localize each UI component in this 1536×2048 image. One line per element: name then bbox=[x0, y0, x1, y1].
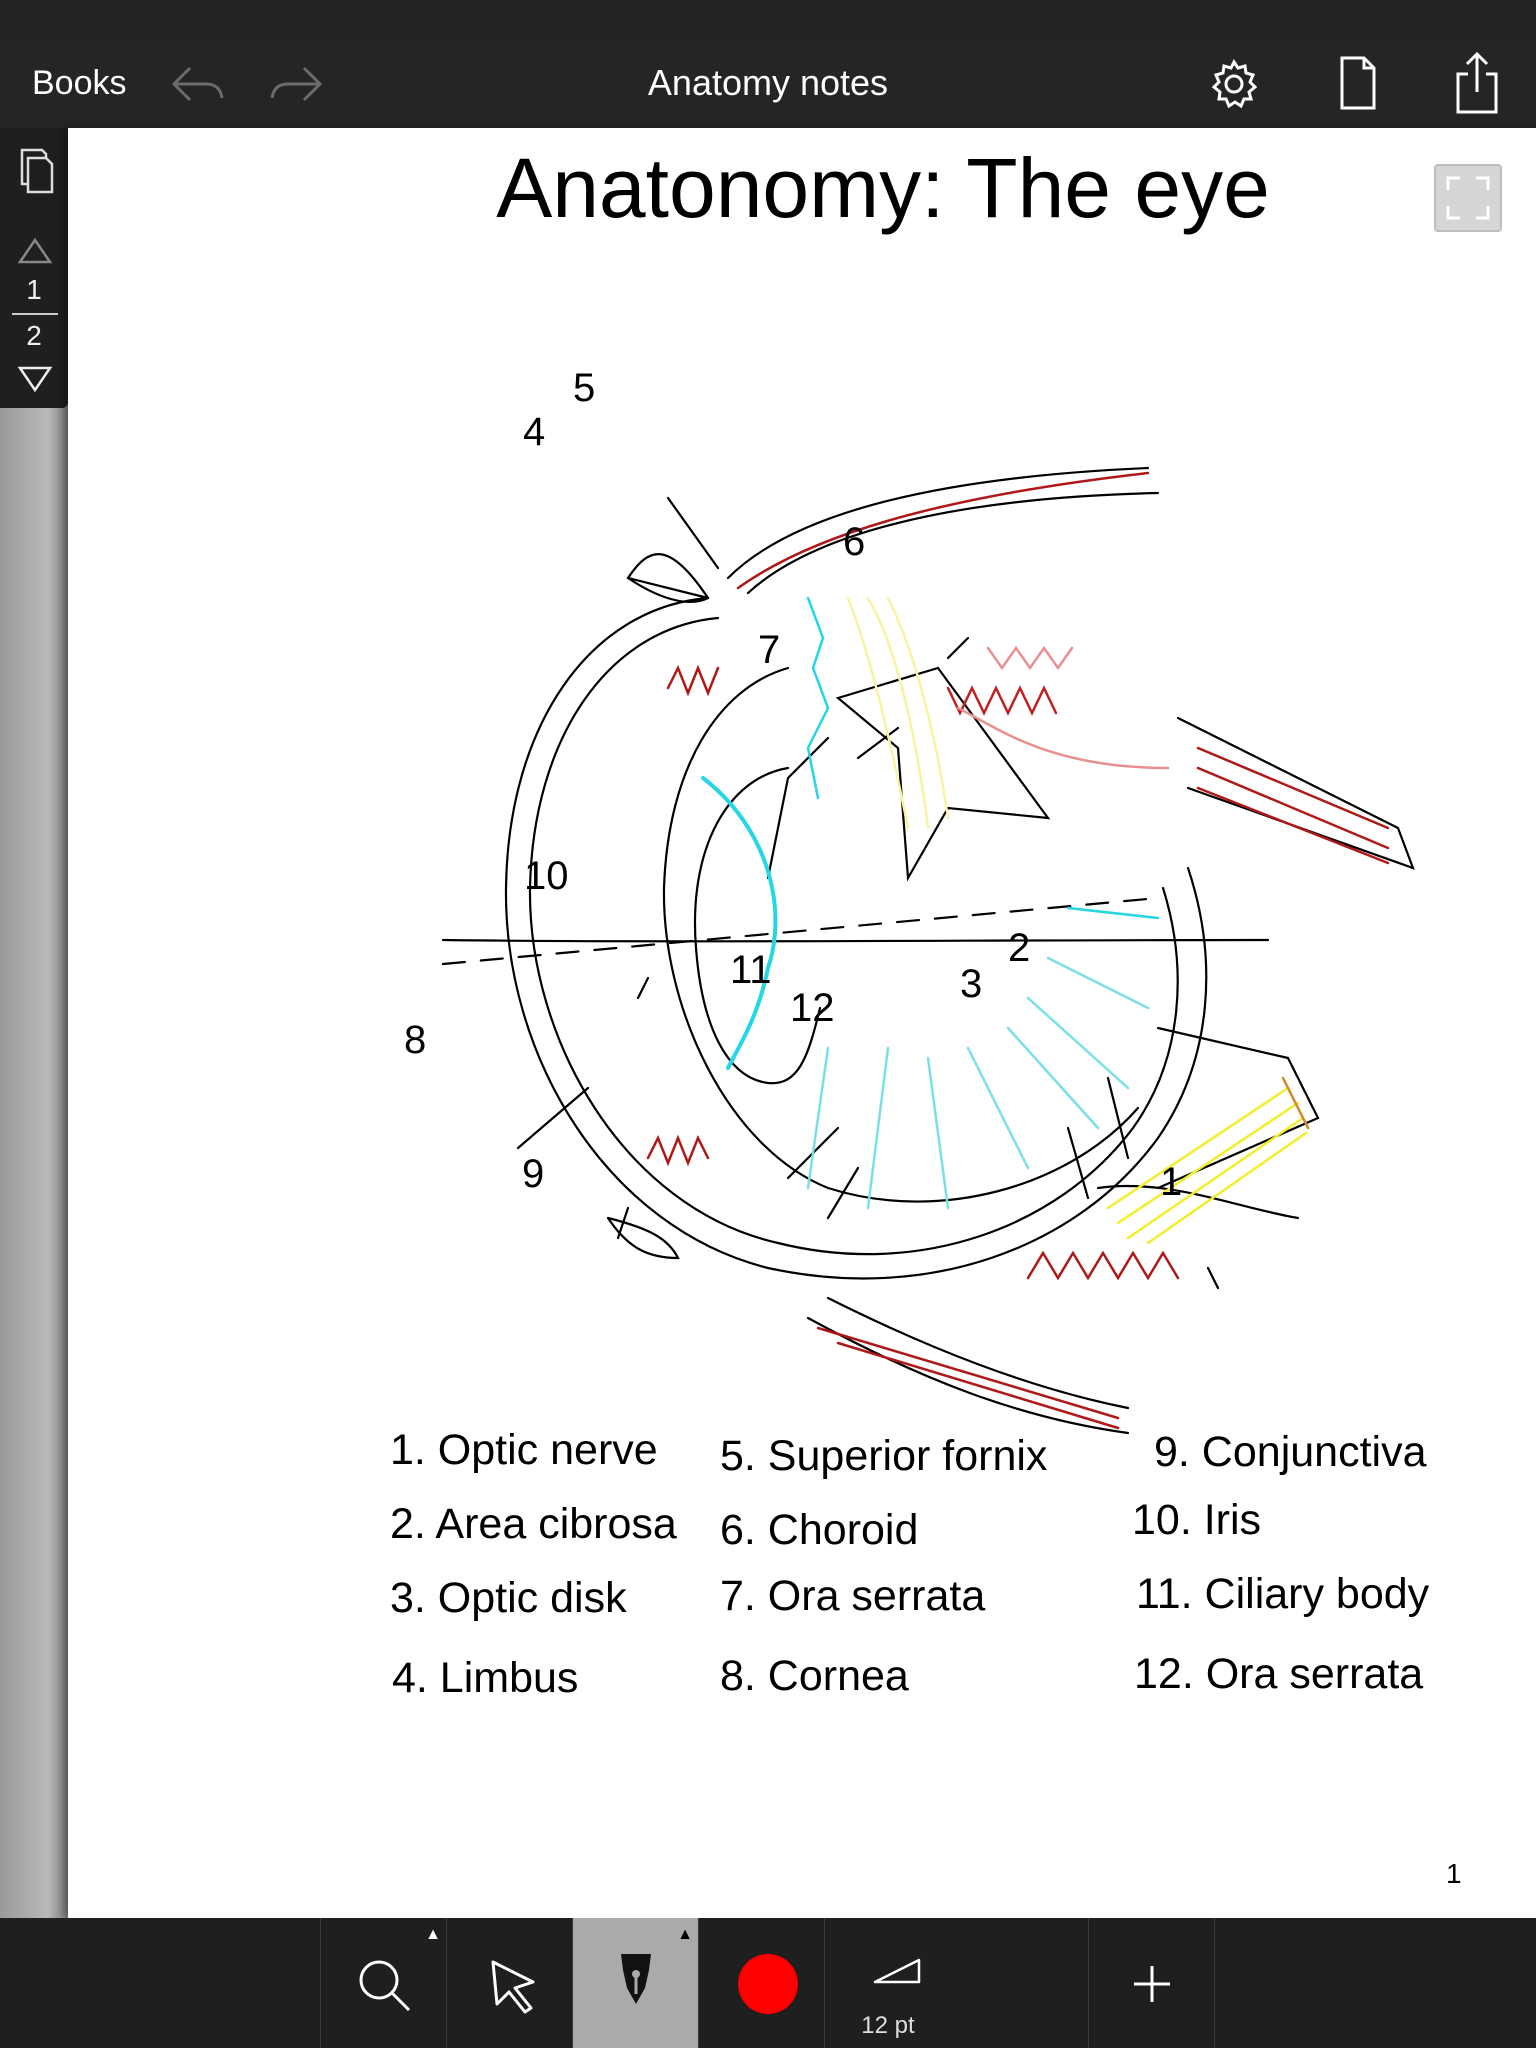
color-picker-button[interactable] bbox=[698, 1918, 825, 2048]
share-icon[interactable] bbox=[1454, 50, 1500, 116]
legend-item: 4. Limbus bbox=[392, 1654, 579, 1702]
legend-item: 1. Optic nerve bbox=[390, 1426, 658, 1474]
callout-number: 9 bbox=[522, 1152, 545, 1196]
callout-number: 3 bbox=[960, 962, 983, 1006]
legend-item: 7. Ora serrata bbox=[720, 1572, 986, 1620]
legend-item: 12. Ora serrata bbox=[1134, 1650, 1424, 1698]
previous-page-icon[interactable] bbox=[16, 236, 54, 266]
callout-number: 1 bbox=[1160, 1160, 1183, 1204]
legend-item: 5. Superior fornix bbox=[720, 1432, 1048, 1480]
callout-number: 6 bbox=[843, 520, 866, 564]
legend-item: 3. Optic disk bbox=[390, 1574, 627, 1622]
submenu-indicator-icon: ▲ bbox=[425, 1926, 441, 1943]
expand-icon bbox=[1446, 176, 1490, 220]
page-title: Anatonomy: The eye bbox=[496, 141, 1270, 235]
select-arrow-icon bbox=[491, 1960, 535, 2014]
callout-number: 8 bbox=[404, 1018, 427, 1062]
search-icon bbox=[359, 1960, 411, 2012]
page-thumbnails-icon[interactable] bbox=[16, 146, 56, 196]
legend-item: 2. Area cibrosa bbox=[390, 1500, 677, 1548]
callout-number: 4 bbox=[523, 410, 546, 454]
fullscreen-button[interactable] bbox=[1434, 164, 1502, 232]
callout-number: 10 bbox=[524, 854, 569, 898]
legend-item: 11. Ciliary body bbox=[1136, 1570, 1430, 1618]
books-button[interactable]: Books bbox=[32, 64, 127, 102]
page-icon[interactable] bbox=[1338, 54, 1378, 112]
legend-item: 10. Iris bbox=[1132, 1496, 1262, 1544]
callout-number: 12 bbox=[790, 986, 835, 1030]
callout-number: 5 bbox=[573, 366, 596, 410]
legend-item: 8. Cornea bbox=[720, 1652, 909, 1700]
submenu-indicator-icon: ▲ bbox=[677, 1926, 693, 1943]
select-tool-button[interactable] bbox=[446, 1918, 573, 2048]
callout-number: 7 bbox=[758, 628, 781, 672]
toolbar-divider bbox=[1214, 1918, 1341, 2048]
document-title: Anatomy notes bbox=[647, 62, 889, 103]
document-page[interactable]: Anatonomy: The eye bbox=[68, 128, 1536, 1918]
stroke-size-button[interactable]: 12 pt bbox=[824, 1918, 951, 2048]
current-page-number: 1 bbox=[26, 274, 42, 305]
bottom-toolbar: ▲ ▲ 12 pt bbox=[0, 1918, 1536, 2048]
color-swatch bbox=[738, 1954, 798, 2014]
page-navigator: 1 2 bbox=[0, 128, 68, 408]
page-number: 1 bbox=[1446, 1858, 1462, 1889]
callout-number: 11 bbox=[730, 948, 772, 992]
pager-divider bbox=[12, 313, 58, 315]
gear-icon[interactable] bbox=[1206, 56, 1262, 112]
legend-item: 6. Choroid bbox=[720, 1506, 919, 1554]
legend-item: 9. Conjunctiva bbox=[1154, 1428, 1427, 1476]
undo-icon[interactable] bbox=[168, 60, 228, 110]
pen-tool-button[interactable]: ▲ bbox=[572, 1918, 699, 2048]
navigation-bar: Books Anatomy notes bbox=[0, 42, 1536, 128]
status-bar bbox=[0, 0, 1536, 42]
stroke-size-icon bbox=[873, 1958, 921, 1984]
search-tool-button[interactable]: ▲ bbox=[320, 1918, 447, 2048]
redo-icon[interactable] bbox=[266, 60, 326, 110]
sidebar-margin bbox=[0, 128, 68, 1918]
next-page-icon[interactable] bbox=[16, 364, 54, 394]
pen-nib-icon bbox=[621, 1954, 651, 2004]
total-page-count: 2 bbox=[26, 320, 42, 351]
eye-diagram-sketch bbox=[441, 466, 1415, 1435]
add-icon bbox=[1134, 1966, 1170, 2002]
callout-number: 2 bbox=[1008, 926, 1031, 970]
stroke-size-label: 12 pt bbox=[861, 2012, 915, 2039]
add-button[interactable] bbox=[1088, 1918, 1215, 2048]
